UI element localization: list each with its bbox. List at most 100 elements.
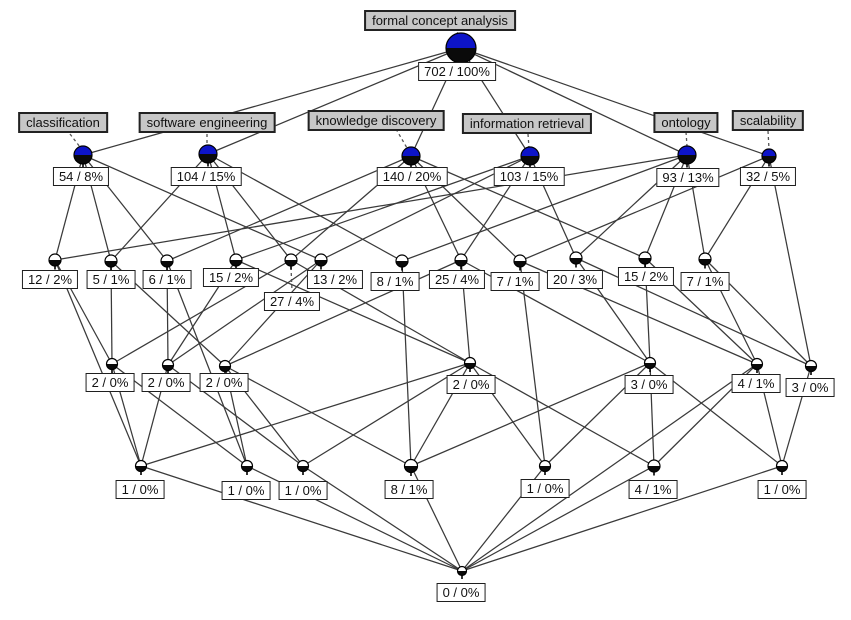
concept-node-p27[interactable]: [284, 253, 298, 270]
concept-node-s1e[interactable]: [775, 459, 789, 476]
count-label-q2a: 2 / 0%: [85, 373, 135, 392]
concept-node-ont[interactable]: [677, 145, 697, 168]
node-top-half: [402, 147, 420, 156]
count-label-p25: 25 / 4%: [428, 270, 486, 289]
concept-node-s1d[interactable]: [538, 459, 552, 476]
concept-node-s1a[interactable]: [134, 459, 148, 476]
node-bottom-half: [285, 260, 297, 266]
edge-scal-p7a: [519, 155, 770, 262]
edge-scal-q3b: [768, 155, 812, 367]
node-top-half: [678, 146, 696, 155]
node-outline: [134, 459, 148, 473]
concept-node-q4[interactable]: [750, 357, 764, 374]
concept-node-q3b[interactable]: [804, 359, 818, 376]
concept-node-p5[interactable]: [104, 254, 118, 271]
count-label-p6: 6 / 1%: [142, 270, 192, 289]
concept-node-p6[interactable]: [160, 254, 174, 271]
node-bottom-half: [521, 156, 539, 165]
node-outline: [314, 253, 328, 267]
attribute-label-kd: knowledge discovery: [307, 110, 445, 131]
node-outline: [401, 146, 421, 166]
concept-node-p25[interactable]: [454, 253, 468, 270]
node-top-half: [404, 459, 418, 466]
node-top-half: [315, 254, 327, 260]
node-top-half: [648, 460, 660, 466]
label-connector-p27: [290, 266, 293, 292]
node-top-half: [396, 255, 408, 261]
node-bottom-half: [678, 155, 696, 164]
concept-node-q2b[interactable]: [161, 358, 175, 375]
edge-ont-p12: [54, 154, 688, 261]
concept-node-p8[interactable]: [395, 254, 409, 271]
concept-node-s8[interactable]: [403, 458, 419, 477]
node-outline: [104, 254, 118, 268]
concept-node-p7a[interactable]: [513, 254, 527, 271]
label-connector-kd: [395, 128, 408, 149]
node-outline: [677, 145, 697, 165]
node-bottom-half: [457, 571, 467, 576]
node-top-half: [74, 146, 92, 155]
concept-node-bot[interactable]: [456, 565, 468, 580]
edge-top-cls: [82, 47, 462, 156]
concept-node-p20[interactable]: [569, 251, 583, 268]
node-bottom-half: [699, 259, 711, 265]
count-label-s1e: 1 / 0%: [757, 480, 807, 499]
concept-node-s1c[interactable]: [296, 459, 310, 476]
concept-node-cls[interactable]: [73, 145, 93, 168]
edge-q2d-s1c: [302, 362, 471, 467]
concept-node-q2d[interactable]: [463, 356, 477, 373]
edge-kd-p15b: [410, 155, 646, 259]
edge-p13-q2b: [167, 259, 322, 366]
edge-p7a-s1d: [519, 260, 546, 467]
concept-node-scal[interactable]: [761, 148, 777, 167]
node-outline: [463, 356, 477, 370]
concept-node-s1b[interactable]: [240, 459, 254, 476]
count-label-p7a: 7 / 1%: [490, 272, 540, 291]
node-top-half: [570, 252, 582, 258]
count-label-s4: 4 / 1%: [628, 480, 678, 499]
node-outline: [520, 146, 540, 166]
edge-s1c-bot: [302, 465, 463, 572]
count-label-scal: 32 / 5%: [739, 167, 797, 186]
node-outline: [218, 359, 232, 373]
attribute-label-ont: ontology: [653, 112, 719, 133]
node-outline: [513, 254, 527, 268]
count-label-q2c: 2 / 0%: [199, 373, 249, 392]
node-outline: [403, 458, 419, 474]
label-connector-cls: [69, 133, 81, 148]
concept-node-p7b[interactable]: [698, 252, 712, 269]
node-bottom-half: [639, 258, 651, 264]
attribute-label-scal: scalability: [731, 110, 805, 131]
concept-node-kd[interactable]: [401, 146, 421, 169]
node-bottom-half: [49, 260, 61, 266]
node-bottom-half: [396, 261, 408, 267]
concept-node-ir[interactable]: [520, 146, 540, 169]
node-bottom-half: [315, 260, 327, 266]
attribute-label-cls: classification: [18, 112, 108, 133]
node-bottom-half: [514, 261, 526, 267]
concept-node-s4[interactable]: [647, 459, 661, 476]
concept-node-p15b[interactable]: [638, 251, 652, 268]
concept-node-p12[interactable]: [48, 253, 62, 270]
concept-node-se[interactable]: [198, 144, 218, 167]
node-top-half: [105, 255, 117, 261]
count-label-p5: 5 / 1%: [86, 270, 136, 289]
edge-p25-q2c: [224, 259, 462, 367]
concept-node-q2c[interactable]: [218, 359, 232, 376]
nodes-layer: [48, 32, 818, 580]
count-label-q2b: 2 / 0%: [141, 373, 191, 392]
count-label-p20: 20 / 3%: [546, 270, 604, 289]
concept-node-p15a[interactable]: [229, 253, 243, 270]
node-outline: [48, 253, 62, 267]
node-bottom-half: [402, 156, 420, 165]
node-outline: [105, 357, 119, 371]
count-label-q3b: 3 / 0%: [785, 378, 835, 397]
node-outline: [284, 253, 298, 267]
concept-node-q3a[interactable]: [643, 356, 657, 373]
node-top-half: [49, 254, 61, 260]
node-outline: [643, 356, 657, 370]
count-label-top: 702 / 100%: [418, 62, 496, 81]
concept-node-q2a[interactable]: [105, 357, 119, 374]
concept-node-p13[interactable]: [314, 253, 328, 270]
